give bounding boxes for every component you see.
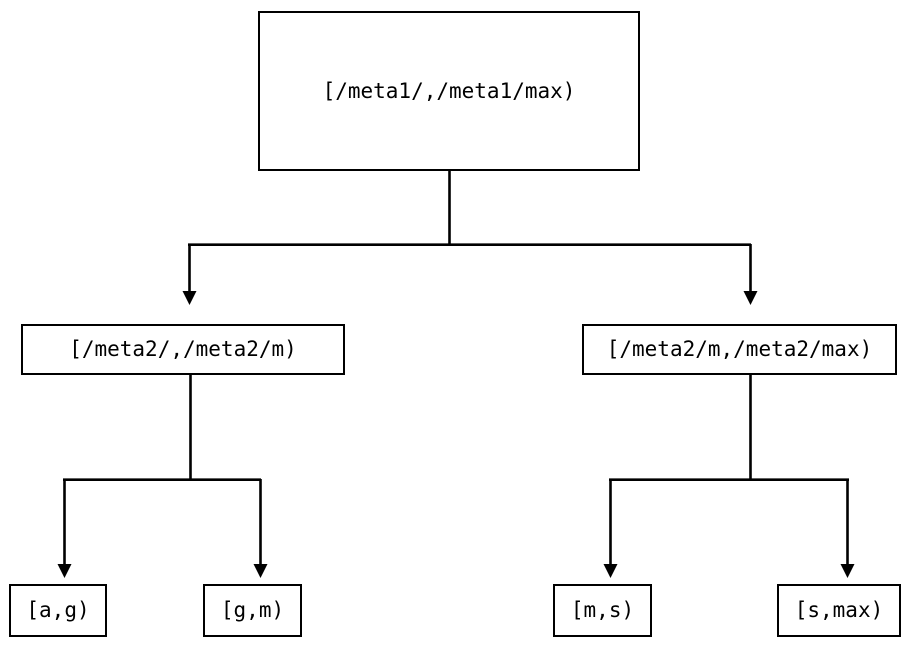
node-leaf-a-g-label: [a,g): [26, 598, 90, 622]
node-leaf-s-max[interactable]: [s,max): [777, 584, 901, 637]
arrowhead-left-branch-to-leaf-gm: [253, 564, 268, 578]
arrowhead-root-to-right-branch: [743, 291, 758, 305]
node-right-branch[interactable]: [/meta2/m,/meta2/max): [582, 324, 897, 375]
node-left-branch-label: [/meta2/,/meta2/m): [69, 337, 297, 361]
arrowhead-right-branch-to-leaf-smax: [840, 564, 855, 578]
node-right-branch-label: [/meta2/m,/meta2/max): [606, 337, 873, 361]
arrowhead-left-branch-to-leaf-ag: [57, 564, 72, 578]
arrowhead-root-to-left-branch: [182, 291, 197, 305]
arrowhead-right-branch-to-leaf-ms: [603, 564, 618, 578]
node-root-label: [/meta1/,/meta1/max): [322, 78, 576, 103]
node-root[interactable]: [/meta1/,/meta1/max): [258, 11, 640, 171]
node-leaf-a-g[interactable]: [a,g): [9, 584, 107, 637]
node-leaf-g-m-label: [g,m): [220, 598, 285, 622]
node-leaf-g-m[interactable]: [g,m): [203, 584, 302, 637]
node-leaf-s-max-label: [s,max): [794, 598, 884, 622]
node-left-branch[interactable]: [/meta2/,/meta2/m): [21, 324, 345, 375]
node-leaf-m-s[interactable]: [m,s): [553, 584, 652, 637]
node-leaf-m-s-label: [m,s): [570, 598, 635, 622]
